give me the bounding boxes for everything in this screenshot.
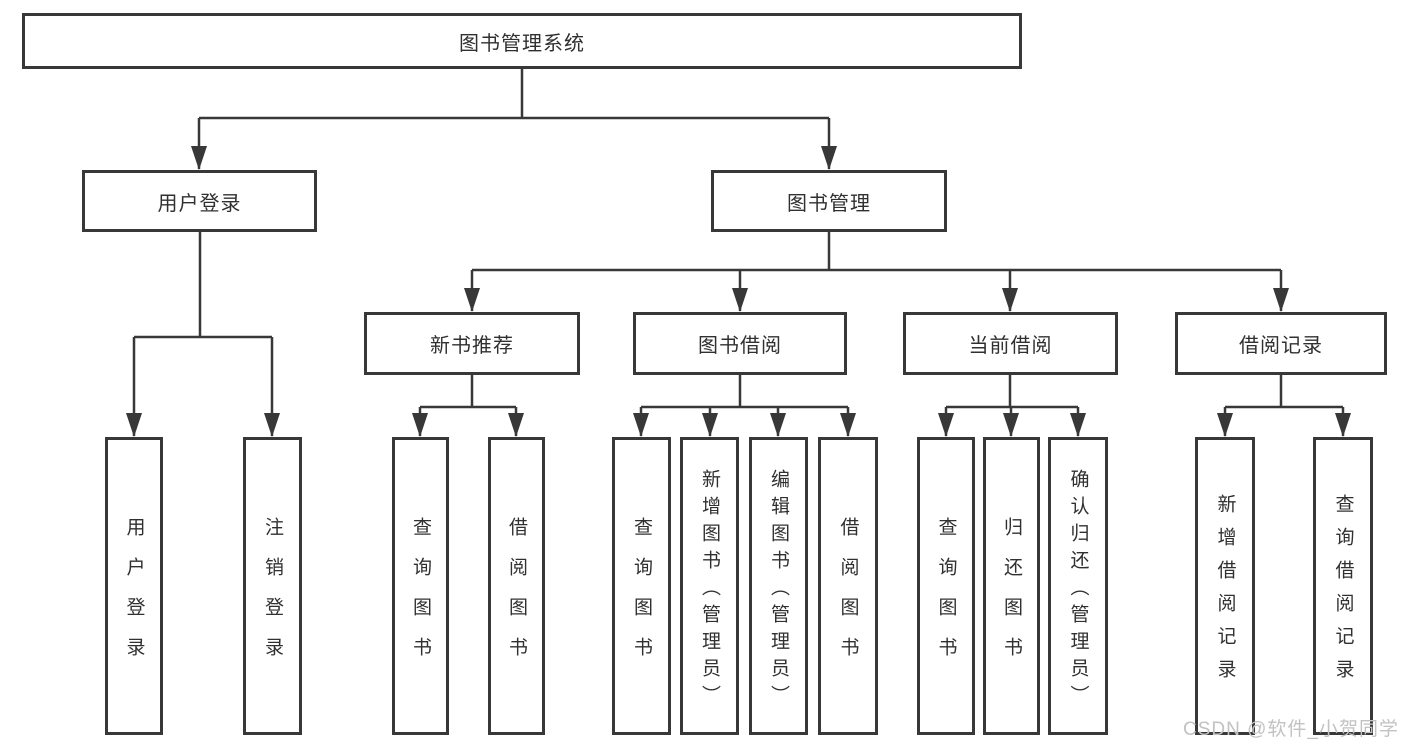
- leaf-nb-borrow-books: 借阅图书: [488, 437, 545, 735]
- node-book-borrow: 图书借阅: [633, 312, 847, 375]
- csdn-watermark: CSDN @软件_小贺同学: [1183, 719, 1399, 740]
- node-new-book-recommend: 新书推荐: [364, 312, 580, 375]
- connector-user-login-trunk: [134, 232, 272, 339]
- connector-book-borrow-trunk: [641, 375, 848, 409]
- leaf-cb-query-books-label: 查询图书: [935, 516, 957, 677]
- leaf-cb-confirm-return-admin-label: 确认归还（管理员）: [1067, 468, 1089, 712]
- connector-borrow-records-trunk: [1225, 375, 1343, 409]
- node-root-system: 图书管理系统: [22, 13, 1022, 69]
- leaf-bb-query-books-label: 查询图书: [631, 516, 652, 677]
- node-borrow-records: 借阅记录: [1175, 312, 1387, 375]
- leaf-bb-add-books-admin: 新增图书（管理员）: [680, 437, 739, 735]
- leaf-bb-edit-books-admin: 编辑图书（管理员）: [749, 437, 808, 735]
- leaf-bb-add-books-admin-label: 新增图书（管理员）: [699, 468, 720, 712]
- node-book-management: 图书管理: [711, 170, 947, 232]
- connector-root-trunk: [199, 69, 829, 120]
- leaf-cb-return-books-label: 归还图书: [1001, 516, 1022, 677]
- leaf-nb-borrow-books-label: 借阅图书: [506, 516, 527, 677]
- leaf-user-login-label: 用户登录: [123, 516, 145, 677]
- leaf-user-login: 用户登录: [105, 437, 163, 735]
- leaf-br-query-record-label: 查询借阅记录: [1332, 494, 1354, 692]
- leaf-br-query-record: 查询借阅记录: [1313, 437, 1373, 735]
- leaf-br-add-record: 新增借阅记录: [1195, 437, 1255, 735]
- leaf-nb-query-books: 查询图书: [392, 437, 449, 735]
- leaf-logout-label: 注销登录: [262, 516, 283, 677]
- node-user-login: 用户登录: [82, 170, 317, 232]
- leaf-bb-edit-books-admin-label: 编辑图书（管理员）: [768, 468, 789, 712]
- leaf-cb-confirm-return-admin: 确认归还（管理员）: [1048, 437, 1108, 735]
- connector-current-borrow-trunk: [946, 375, 1078, 409]
- connector-book-management-trunk: [472, 232, 1281, 272]
- leaf-nb-query-books-label: 查询图书: [410, 516, 431, 677]
- leaf-bb-borrow-books-label: 借阅图书: [837, 516, 859, 677]
- leaf-bb-borrow-books: 借阅图书: [818, 437, 878, 735]
- node-current-borrow: 当前借阅: [903, 312, 1118, 375]
- leaf-logout: 注销登录: [243, 437, 302, 735]
- leaf-cb-query-books: 查询图书: [917, 437, 975, 735]
- leaf-br-add-record-label: 新增借阅记录: [1214, 494, 1236, 692]
- leaf-cb-return-books: 归还图书: [983, 437, 1040, 735]
- connector-new-book-trunk: [420, 375, 516, 409]
- leaf-bb-query-books: 查询图书: [612, 437, 671, 735]
